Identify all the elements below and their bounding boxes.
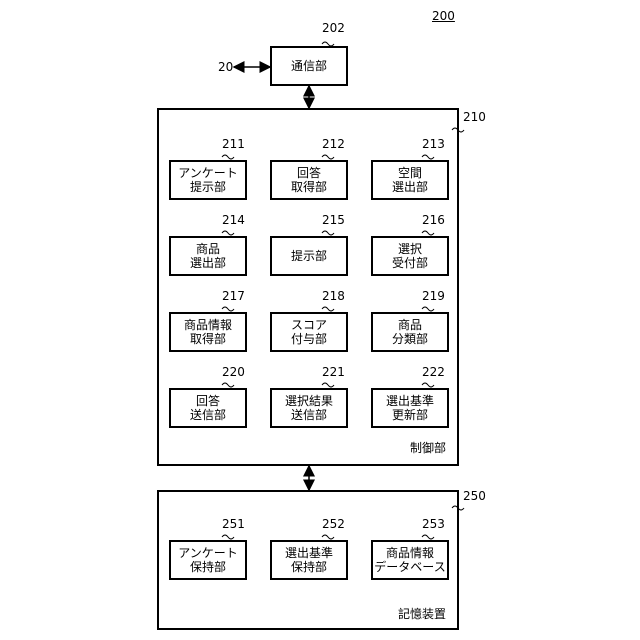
answer-acquisition-box: 回答 取得部 — [270, 160, 348, 200]
module-ref: 253 — [422, 518, 445, 530]
module-ref: 221 — [322, 366, 345, 378]
product-selection-box: 商品 選出部 — [169, 236, 247, 276]
module-ref: 213 — [422, 138, 445, 150]
module-ref: 219 — [422, 290, 445, 302]
survey-storage-box: アンケート 保持部 — [169, 540, 247, 580]
module-ref: 251 — [222, 518, 245, 530]
comm-unit-box: 通信部 — [270, 46, 348, 86]
module-ref: 214 — [222, 214, 245, 226]
presentation-box: 提示部 — [270, 236, 348, 276]
module-ref: 220 — [222, 366, 245, 378]
selection-result-transmission-box: 選択結果 送信部 — [270, 388, 348, 428]
external-ref: 20 — [218, 61, 233, 73]
module-ref: 217 — [222, 290, 245, 302]
figure-number: 200 — [432, 10, 455, 22]
survey-presentation-box: アンケート 提示部 — [169, 160, 247, 200]
product-classification-box: 商品 分類部 — [371, 312, 449, 352]
product-info-database-box: 商品情報 データベース — [371, 540, 449, 580]
module-ref: 211 — [222, 138, 245, 150]
space-selection-box: 空間 選出部 — [371, 160, 449, 200]
control-unit-label: 制御部 — [410, 442, 446, 454]
module-ref: 218 — [322, 290, 345, 302]
module-ref: 252 — [322, 518, 345, 530]
storage-ref: 250 — [463, 490, 486, 502]
selection-criteria-storage-box: 選出基準 保持部 — [270, 540, 348, 580]
score-assignment-box: スコア 付与部 — [270, 312, 348, 352]
selection-reception-box: 選択 受付部 — [371, 236, 449, 276]
selection-criteria-update-box: 選出基準 更新部 — [371, 388, 449, 428]
module-ref: 215 — [322, 214, 345, 226]
product-info-acquisition-box: 商品情報 取得部 — [169, 312, 247, 352]
control-ref: 210 — [463, 111, 486, 123]
module-ref: 212 — [322, 138, 345, 150]
module-ref: 216 — [422, 214, 445, 226]
comm-ref: 202 — [322, 22, 345, 34]
answer-transmission-box: 回答 送信部 — [169, 388, 247, 428]
storage-unit-label: 記憶装置 — [398, 608, 446, 620]
module-ref: 222 — [422, 366, 445, 378]
